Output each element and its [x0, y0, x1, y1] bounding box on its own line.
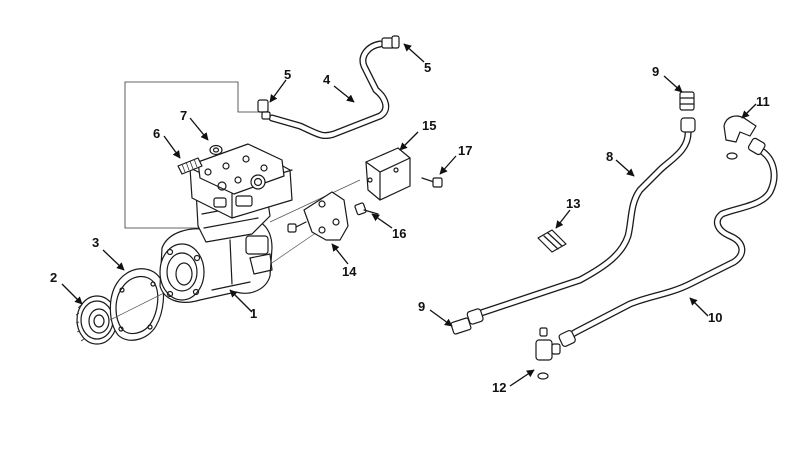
part-10-tube — [558, 137, 778, 347]
part-13-clip — [537, 229, 567, 253]
callout-5-right: 5 — [424, 60, 431, 75]
callout-8: 8 — [606, 149, 613, 164]
callout-4: 4 — [323, 72, 331, 87]
part-6-stud — [177, 157, 203, 175]
callout-2: 2 — [50, 270, 57, 285]
part-7-washer — [209, 144, 223, 156]
part-2-pulley — [75, 295, 118, 345]
callout-9-bottom: 9 — [418, 299, 425, 314]
part-3-gasket — [109, 268, 165, 341]
callout-10: 10 — [708, 310, 722, 325]
part-1-air-compressor — [159, 143, 293, 303]
callout-6: 6 — [153, 126, 160, 141]
callout-12: 12 — [492, 380, 506, 395]
leader-lines — [61, 43, 757, 387]
callout-7: 7 — [180, 108, 187, 123]
callout-1: 1 — [250, 306, 257, 321]
part-9-fitting-top — [679, 91, 695, 111]
callout-5-left: 5 — [284, 67, 291, 82]
part-15-block — [365, 147, 411, 201]
callout-14: 14 — [342, 264, 357, 279]
grouping-bracket-line — [124, 81, 262, 229]
callout-15: 15 — [422, 118, 436, 133]
part-14-bracket — [303, 191, 349, 241]
part-8-tube — [466, 117, 696, 325]
part-12-tee-fitting — [535, 327, 561, 380]
part-4-air-line — [257, 35, 400, 140]
part-16-bolt — [354, 202, 379, 216]
part-11-elbow — [723, 115, 757, 160]
callout-11: 11 — [756, 94, 770, 109]
part-17-bolt — [421, 177, 443, 188]
callout-17: 17 — [458, 143, 472, 158]
callout-labels: 1 2 3 4 5 5 6 7 8 9 9 10 11 12 13 14 15 … — [50, 60, 770, 395]
part-9-fitting-bottom — [450, 317, 472, 335]
callout-16: 16 — [392, 226, 406, 241]
callout-13: 13 — [566, 196, 580, 211]
callout-3: 3 — [92, 235, 99, 250]
callout-9-top: 9 — [652, 64, 659, 79]
small-bolt — [287, 221, 307, 233]
